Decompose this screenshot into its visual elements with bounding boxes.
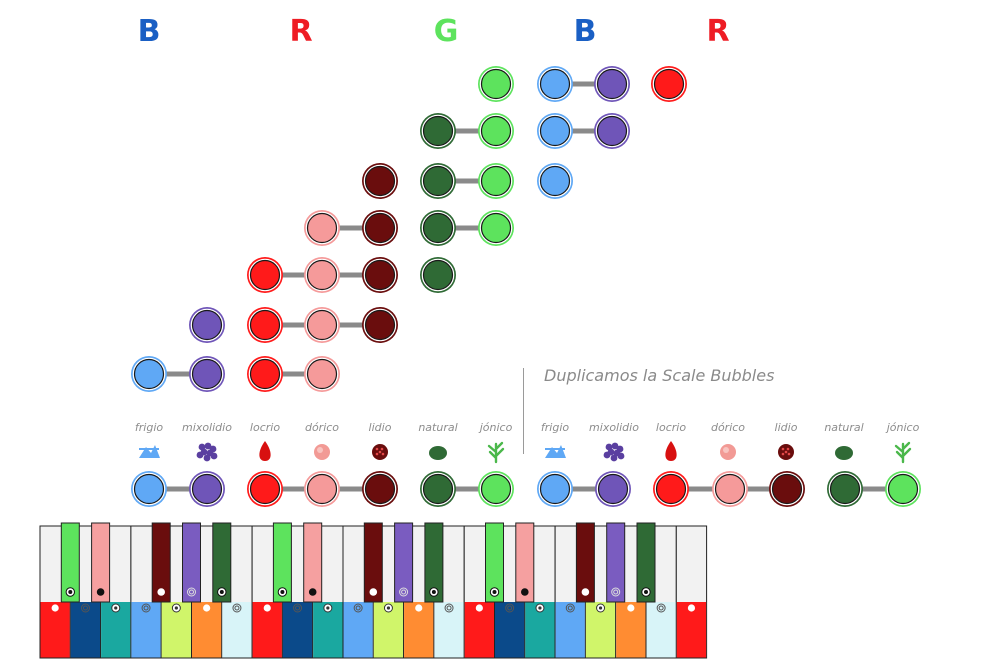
black-key[interactable]: [606, 522, 626, 603]
natural-olive-icon: [429, 446, 447, 460]
mode-label: frigio: [540, 421, 570, 434]
scale-bubble: [304, 210, 340, 246]
mode-label: natural: [824, 421, 864, 434]
black-key[interactable]: [303, 522, 323, 603]
scale-bubble: [537, 66, 573, 102]
white-key[interactable]: [524, 525, 556, 659]
black-key[interactable]: [151, 522, 171, 603]
black-key[interactable]: [485, 522, 504, 603]
scale-bubble: [478, 66, 514, 102]
mode-label: mixolidio: [589, 421, 639, 434]
scale-bubble: [362, 163, 398, 199]
frigio-mountain-icon: [545, 445, 566, 458]
black-key[interactable]: [363, 522, 383, 603]
scale-bubble: [478, 210, 514, 246]
frigio-mountain-icon: [139, 445, 160, 458]
scale-bubble: [362, 471, 398, 507]
caption: Duplicamos la Scale Bubbles: [544, 366, 775, 385]
mode-label: dórico: [710, 421, 746, 434]
dorico-peach-icon: [720, 444, 736, 460]
scale-bubble: [304, 471, 340, 507]
scale-bubble: [478, 163, 514, 199]
mode-label: natural: [418, 421, 458, 434]
scale-bubble: [537, 163, 573, 199]
scale-bubble: [420, 113, 456, 149]
scale-bubble: [189, 471, 225, 507]
lidio-pomegranate-icon: [372, 444, 388, 460]
dorico-peach-icon: [314, 444, 330, 460]
mode-label: mixolidio: [182, 421, 232, 434]
black-key[interactable]: [272, 522, 292, 603]
scale-bubble: [478, 471, 514, 507]
black-key[interactable]: [394, 522, 414, 603]
scale-bubble: [362, 307, 398, 343]
header-letter: B: [573, 14, 597, 49]
scale-bubble: [537, 471, 573, 507]
black-key[interactable]: [515, 522, 535, 603]
scale-bubble: [304, 307, 340, 343]
scale-bubble: [247, 307, 283, 343]
black-key[interactable]: [60, 522, 80, 603]
scale-bubble: [304, 356, 340, 392]
scale-bubble: [304, 257, 340, 293]
white-key[interactable]: [675, 525, 708, 659]
scale-bubble: [594, 66, 630, 102]
scale-bubble: [594, 113, 630, 149]
mixolidio-grapes-icon: [196, 442, 218, 462]
white-key[interactable]: [100, 525, 132, 659]
scale-bubble: [712, 471, 748, 507]
header-letter: G: [433, 14, 459, 49]
scale-bubble: [827, 471, 863, 507]
scale-bubble: [131, 356, 167, 392]
black-key[interactable]: [575, 522, 595, 603]
header-letter: R: [289, 14, 313, 49]
header-letter: B: [137, 14, 161, 49]
header-letter: R: [706, 14, 730, 49]
mode-label: lidio: [368, 421, 392, 434]
mode-label: jónico: [479, 421, 513, 434]
black-key[interactable]: [182, 522, 201, 603]
scale-bubble: [189, 356, 225, 392]
scale-bubble: [885, 471, 921, 507]
scale-bubble: [651, 66, 687, 102]
scale-bubble: [362, 210, 398, 246]
scale-bubble: [420, 257, 456, 293]
scale-bubble: [595, 471, 631, 507]
scale-bubble: [131, 471, 167, 507]
mode-label: dórico: [304, 421, 340, 434]
natural-olive-icon: [835, 446, 853, 460]
scale-bubble: [247, 356, 283, 392]
jonico-herb-icon: [894, 441, 912, 464]
mode-label: locrio: [655, 421, 687, 434]
locrio-blood-drop-icon: [259, 441, 271, 461]
black-key[interactable]: [636, 522, 656, 603]
scale-bubble: [247, 257, 283, 293]
black-key[interactable]: [212, 522, 232, 603]
lidio-pomegranate-icon: [778, 444, 794, 460]
scale-bubble: [537, 113, 573, 149]
black-key[interactable]: [91, 522, 111, 603]
scale-bubble: [362, 257, 398, 293]
mixolidio-grapes-icon: [603, 442, 625, 462]
mode-label: jónico: [886, 421, 920, 434]
scale-bubble: [653, 471, 689, 507]
scale-bubble: [478, 113, 514, 149]
black-key[interactable]: [424, 522, 444, 603]
scale-bubble: [420, 210, 456, 246]
divider: [523, 368, 524, 454]
mode-label: lidio: [774, 421, 798, 434]
mode-label: locrio: [249, 421, 281, 434]
mode-label: frigio: [134, 421, 164, 434]
scale-bubble: [247, 471, 283, 507]
scale-bubble: [420, 163, 456, 199]
scale-bubble: [189, 307, 225, 343]
scale-bubble: [769, 471, 805, 507]
scale-bubble: [420, 471, 456, 507]
jonico-herb-icon: [487, 441, 505, 464]
locrio-blood-drop-icon: [665, 441, 677, 461]
